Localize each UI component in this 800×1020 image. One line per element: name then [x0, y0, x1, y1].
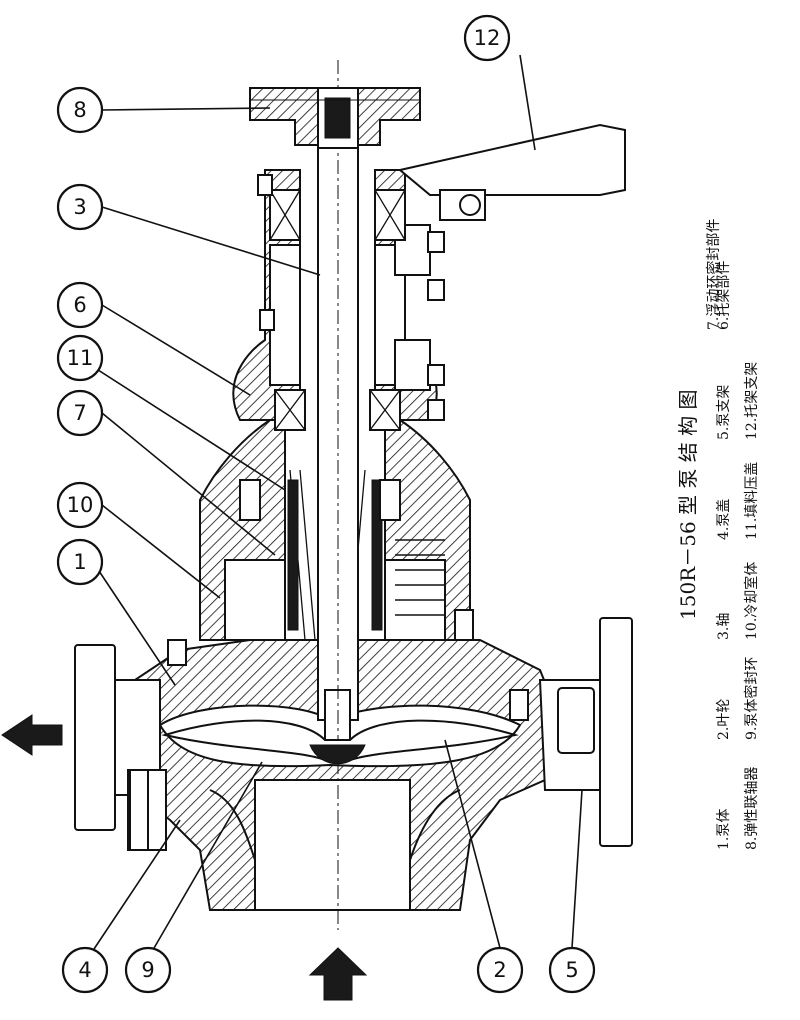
callout-8: 8 [56, 86, 104, 134]
callout-12: 12 [463, 14, 511, 62]
callout-8-label: 8 [73, 98, 86, 122]
figure-title: 150R－56 型 泵 结 构 图 [676, 390, 700, 620]
callout-7-label: 7 [73, 401, 86, 425]
callout-10: 10 [56, 481, 104, 529]
callout-2: 2 [476, 946, 524, 994]
legend-item-11: 11.填料压盖 [744, 462, 760, 540]
leader-lines [89, 54, 583, 956]
legend-item-5: 5.泵支架 [716, 385, 732, 440]
callout-9-label: 9 [141, 958, 154, 982]
legend-item-10: 10.冷却室体 [743, 562, 760, 640]
legend-item-2: 2.叶轮 [716, 699, 732, 740]
callout-5-label: 5 [565, 958, 578, 982]
shaft [317, 60, 359, 930]
discharge-arrow-icon [1, 714, 63, 756]
callout-2-label: 2 [493, 958, 506, 982]
legend-item-8: 8.弹性联轴器 [744, 767, 760, 850]
legend: 1.泵体 8.弹性联轴器 2.叶轮 9.泵体密封环 3.轴 10.冷却室体 4.… [705, 219, 760, 850]
callout-1-label: 1 [73, 550, 86, 574]
caption-block: 150R－56 型 泵 结 构 图 [676, 390, 700, 620]
callout-4: 4 [61, 946, 109, 994]
callout-5: 5 [548, 946, 596, 994]
callout-6-label: 6 [73, 293, 86, 317]
callout-10-label: 10 [67, 493, 94, 517]
callout-6: 6 [56, 281, 104, 329]
impeller [161, 719, 519, 765]
callout-7: 7 [56, 389, 104, 437]
callout-4-label: 4 [78, 958, 91, 982]
bracket-support [397, 123, 626, 221]
legend-item-6: 6.托架部件 [716, 261, 732, 330]
legend-item-4: 4.泵盖 [716, 499, 732, 540]
bolts [129, 174, 529, 851]
legend-item-3: 3.轴 [716, 613, 732, 640]
legend-item-1: 1.泵体 [716, 809, 732, 850]
callout-11-label: 11 [67, 346, 94, 370]
callout-9: 9 [124, 946, 172, 994]
callout-11: 11 [56, 334, 104, 382]
callout-3-label: 3 [73, 195, 86, 219]
callout-12-label: 12 [474, 26, 501, 50]
pump-support [538, 617, 633, 847]
legend-item-7: 7.浮动环密封部件 [705, 219, 722, 330]
legend-item-9: 9.泵体密封环 [743, 657, 760, 740]
callout-1: 1 [56, 538, 104, 586]
bracket [232, 169, 438, 431]
suction-arrow-icon [308, 947, 368, 1001]
legend-item-12: 12.托架支架 [744, 362, 760, 440]
cooling-chamber [199, 419, 471, 641]
callout-3: 3 [56, 183, 104, 231]
coupling [249, 87, 421, 149]
